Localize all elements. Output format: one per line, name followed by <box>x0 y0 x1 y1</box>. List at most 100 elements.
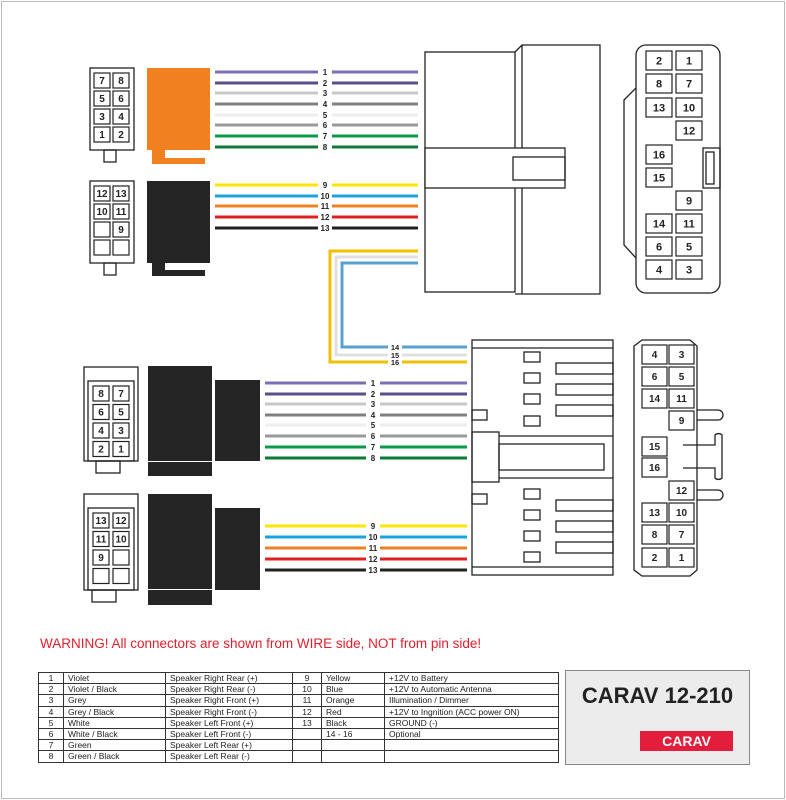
wire-10: 10 <box>265 533 467 542</box>
legend-pin-cell: 11 <box>292 694 322 707</box>
legend-pin-cell: 4 <box>38 705 64 718</box>
wire-6: 6 <box>215 121 418 130</box>
pin: 5 <box>93 90 111 107</box>
wire-label: 2 <box>371 390 376 399</box>
legend-color-cell: Black <box>321 716 385 729</box>
pin <box>112 567 130 585</box>
pin: 8 <box>641 524 668 545</box>
pin: 7 <box>93 72 111 89</box>
wire-label: 8 <box>371 454 376 463</box>
pin-number: 14 <box>649 394 661 405</box>
pin: 14 <box>645 213 673 234</box>
pin: 11 <box>668 388 695 409</box>
legend-pin-cell: 12 <box>292 705 322 718</box>
wire-label: 2 <box>323 79 328 88</box>
wire-label: 9 <box>323 181 328 190</box>
pin-number: 12 <box>115 516 127 527</box>
pin: 6 <box>645 236 673 257</box>
pin-number: 7 <box>99 76 105 87</box>
pin-number: 15 <box>653 172 665 184</box>
pin: 9 <box>668 410 695 431</box>
wire-12: 12 <box>215 213 418 222</box>
legend-pin-cell: 7 <box>38 739 64 752</box>
pin: 8 <box>112 72 130 89</box>
wire-label: 6 <box>323 121 328 130</box>
legend-function-cell: Speaker Right Rear (-) <box>165 683 293 696</box>
pin: 4 <box>92 422 110 439</box>
pin-number: 8 <box>98 389 104 400</box>
pin-number: 4 <box>652 350 658 361</box>
brand-logo: CARAV <box>640 731 733 751</box>
wire-13: 13 <box>265 566 467 575</box>
pin: 13 <box>645 97 673 118</box>
legend-function-cell: Speaker Left Rear (+) <box>165 739 293 752</box>
wire-3: 3 <box>215 89 418 98</box>
pin-number: 8 <box>656 78 662 90</box>
pin-number: 11 <box>116 207 127 218</box>
pin-number: 12 <box>683 125 695 137</box>
pin-number: 7 <box>686 78 692 90</box>
pin: 6 <box>112 90 130 107</box>
legend-color-cell: Grey <box>63 694 166 707</box>
wire-label: 11 <box>369 544 378 553</box>
pin: 5 <box>675 236 703 257</box>
pin: 7 <box>112 385 130 402</box>
pin: 16 <box>641 457 668 478</box>
pin: 12 <box>668 480 695 501</box>
wire-label: 13 <box>321 224 330 233</box>
pin: 6 <box>92 403 110 421</box>
pin-number: 16 <box>649 463 661 474</box>
legend-color-cell: Orange <box>321 694 385 707</box>
wire-label: 16 <box>391 358 399 367</box>
wire-label: 3 <box>371 400 376 409</box>
pin: 13 <box>112 185 130 202</box>
wire-1: 1 <box>215 68 418 77</box>
wire-label: 6 <box>371 432 376 441</box>
wire-8: 8 <box>265 454 467 463</box>
legend-function-cell: GROUND (-) <box>384 716 559 729</box>
pin: 4 <box>641 344 668 365</box>
pin-number: 3 <box>686 264 692 276</box>
legend-color-cell: Violet / Black <box>63 683 166 696</box>
pin-number: 4 <box>118 112 124 123</box>
pin-number: 8 <box>118 76 124 87</box>
legend-color-cell: Grey / Black <box>63 705 166 718</box>
pin: 7 <box>675 73 703 94</box>
legend-pin-cell: 1 <box>38 671 64 685</box>
pin-number: 13 <box>653 102 665 114</box>
legend-color-cell <box>321 739 385 752</box>
wire-label: 3 <box>323 89 328 98</box>
legend-pin-cell: 13 <box>292 716 322 729</box>
wire-label: 1 <box>371 379 376 388</box>
wire-3: 3 <box>265 400 467 409</box>
pin: 15 <box>645 167 673 188</box>
pin-number: 9 <box>118 225 124 236</box>
orange-harness-block <box>147 68 210 150</box>
wire-2: 2 <box>215 79 418 88</box>
wire-4: 4 <box>215 100 418 109</box>
wiring-diagram: 1234567891011121312345678910111213141516… <box>83 44 724 605</box>
pin-number: 6 <box>656 241 662 253</box>
pin-number: 1 <box>686 55 692 67</box>
pin: 9 <box>112 221 130 238</box>
pin-number: 8 <box>652 530 658 541</box>
pin: 3 <box>675 259 703 280</box>
wire-14: 14 <box>340 261 467 352</box>
bottom-connector-face <box>633 339 698 577</box>
wire-label: 4 <box>323 100 328 109</box>
pin-number: 11 <box>96 535 107 546</box>
pin-number: 7 <box>118 389 124 400</box>
black-harness-block-lower-a <box>148 366 212 461</box>
legend-pin-cell <box>292 727 322 741</box>
legend-color-cell: 14 - 16 <box>321 727 385 741</box>
legend-function-cell: Speaker Right Front (+) <box>165 694 293 707</box>
pin: 8 <box>92 385 110 402</box>
legend-color-cell: White / Black <box>63 727 166 741</box>
wire-10: 10 <box>215 192 418 201</box>
pin-number: 9 <box>679 416 685 427</box>
